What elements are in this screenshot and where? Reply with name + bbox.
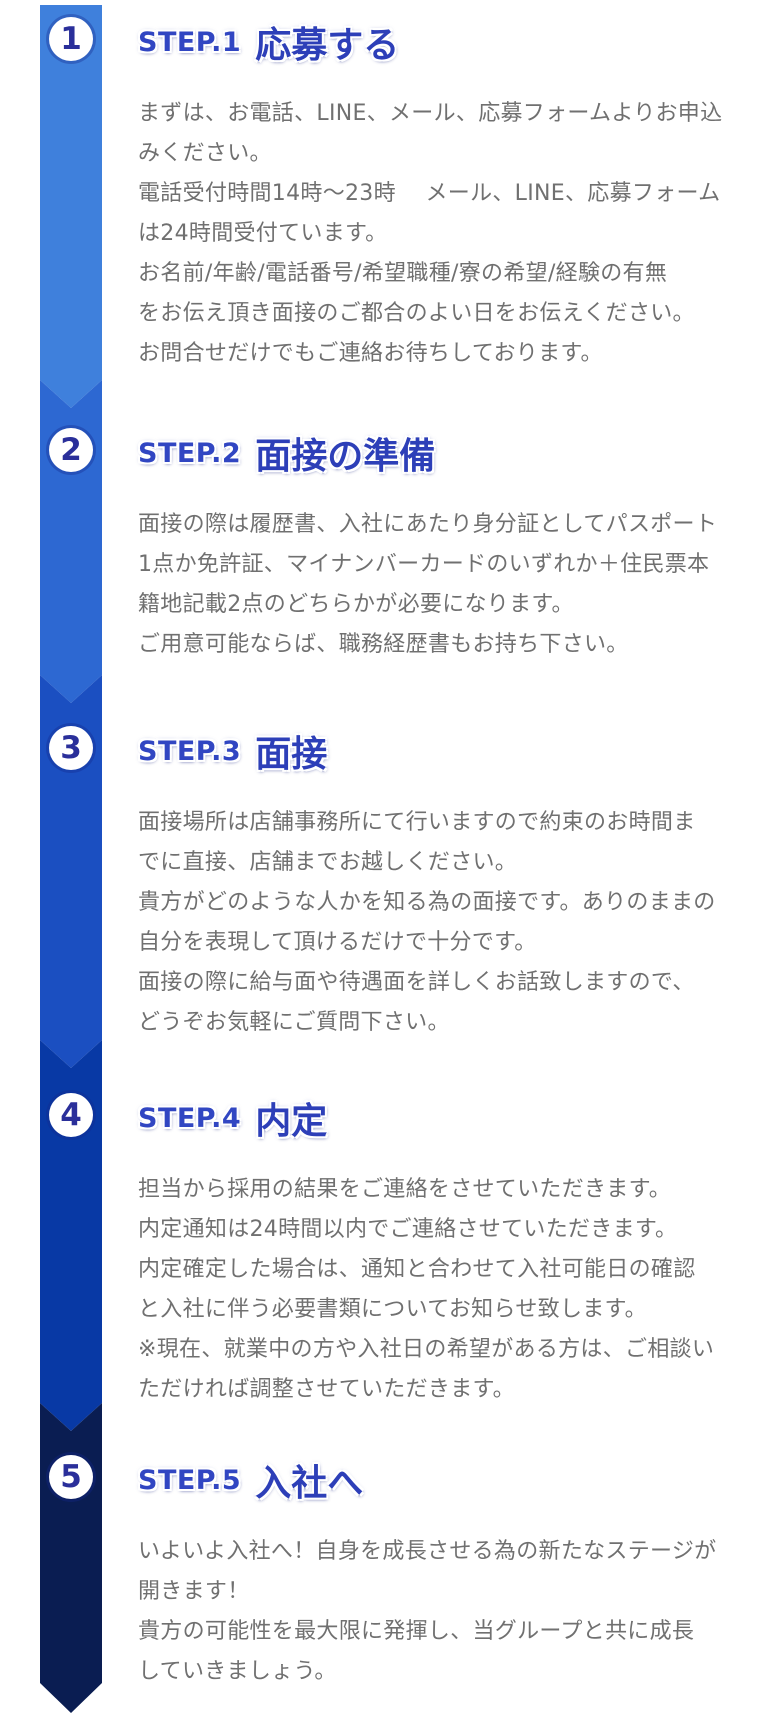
step-label: STEP.2 [138,437,242,469]
step-text-line: 開きます！ [138,1579,250,1604]
step-number-badge-5: 5 [49,1455,93,1499]
step-heading: STEP.2 面接の準備 [138,428,743,478]
step-text-line: ※現在、就業中の方や入社日の希望がある方は、ご相談い [138,1337,715,1362]
step-text-line: 1点か免許証、マイナンバーカードのいずれか＋住民票本 [138,552,710,577]
step-title: 応募する [255,25,400,66]
step-text-line: 面接の際は履歴書、入社にあたり身分証としてパスポート [138,512,718,537]
step-text-line: 面接場所は店舗事務所にて行いますので約束のお時間ま [138,810,696,835]
step-4: STEP.4 内定 担当から採用の結果をご連絡をさせていただきます。 内定通知は… [138,1093,743,1410]
step-heading: STEP.1 応募する [138,17,743,67]
step-text-line: 内定確定した場合は、通知と合わせて入社可能日の確認 [138,1257,696,1282]
step-text-line: は24時間受付ています。 [138,221,388,246]
step-label: STEP.5 [138,1464,242,1496]
step-heading: STEP.3 面接 [138,726,743,776]
step-5: STEP.5 入社へ いよいよ入社へ！自身を成長させる為の新たなステージが 開き… [138,1455,743,1692]
step-text-line: お名前/年齢/電話番号/希望職種/寮の希望/経験の有無 [138,261,668,286]
timeline-segment-4 [40,1040,102,1431]
step-number-badge-1: 1 [49,17,93,61]
step-text-line: 自分を表現して頂けるだけで十分です。 [138,930,537,955]
step-title: 内定 [255,1101,328,1142]
step-text-line: みください。 [138,141,272,166]
step-label: STEP.1 [138,26,242,58]
step-description: 面接の際は履歴書、入社にあたり身分証としてパスポート 1点か免許証、マイナンバー… [138,505,743,665]
step-label: STEP.3 [138,735,242,767]
step-text-line: まずは、お電話、LINE、メール、応募フォームよりお申込 [138,101,723,126]
timeline-segment-5 [40,1403,102,1713]
step-title: 入社へ [255,1463,364,1504]
step-text-line: ご用意可能ならば、職務経歴書もお持ち下さい。 [138,632,629,657]
step-text-line: していきましょう。 [138,1659,337,1684]
step-title: 面接の準備 [255,436,436,477]
step-text-line: 担当から採用の結果をご連絡をさせていただきます。 [138,1177,672,1202]
timeline-segment-3 [40,675,102,1068]
step-number-badge-3: 3 [49,726,93,770]
step-text-line: 面接の際に給与面や待遇面を詳しくお話致しますので、 [138,970,695,995]
timeline-segment-1 [40,5,102,408]
step-text-line: 電話受付時間14時～23時 メール、LINE、応募フォーム [138,181,721,206]
step-description: まずは、お電話、LINE、メール、応募フォームよりお申込 みください。 電話受付… [138,94,743,374]
step-text-line: 籍地記載2点のどちらかが必要になります。 [138,592,574,617]
step-3: STEP.3 面接 面接場所は店舗事務所にて行いますので約束のお時間ま でに直接… [138,726,743,1043]
step-text-line: 貴方の可能性を最大限に発揮し、当グループと共に成長 [138,1619,695,1644]
step-1: STEP.1 応募する まずは、お電話、LINE、メール、応募フォームよりお申込… [138,17,743,374]
step-text-line: 内定通知は24時間以内でご連絡させていただきます。 [138,1217,678,1242]
step-number-badge-4: 4 [49,1093,93,1137]
step-text-line: お問合せだけでもご連絡お待ちしております。 [138,341,603,366]
step-description: 担当から採用の結果をご連絡をさせていただきます。 内定通知は24時間以内でご連絡… [138,1170,743,1410]
step-title: 面接 [255,734,328,775]
step-2: STEP.2 面接の準備 面接の際は履歴書、入社にあたり身分証としてパスポート … [138,428,743,665]
step-text-line: と入社に伴う必要書類についてお知らせ致します。 [138,1297,647,1322]
step-text-line: どうぞお気軽にご質問下さい。 [138,1010,450,1035]
step-text-line: でに直接、店舗までお越しください。 [138,850,518,875]
step-number-badge-2: 2 [49,428,93,472]
step-text-line: ただければ調整させていただきます。 [138,1377,515,1402]
step-heading: STEP.4 内定 [138,1093,743,1143]
step-heading: STEP.5 入社へ [138,1455,743,1505]
step-text-line: をお伝え頂き面接のご都合のよい日をお伝えください。 [138,301,695,326]
step-text-line: いよいよ入社へ！自身を成長させる為の新たなステージが [138,1539,717,1564]
step-description: いよいよ入社へ！自身を成長させる為の新たなステージが 開きます！ 貴方の可能性を… [138,1532,743,1692]
step-label: STEP.4 [138,1102,242,1134]
step-description: 面接場所は店舗事務所にて行いますので約束のお時間ま でに直接、店舗までお越しくだ… [138,803,743,1043]
step-text-line: 貴方がどのような人かを知る為の面接です。ありのままの [138,890,716,915]
